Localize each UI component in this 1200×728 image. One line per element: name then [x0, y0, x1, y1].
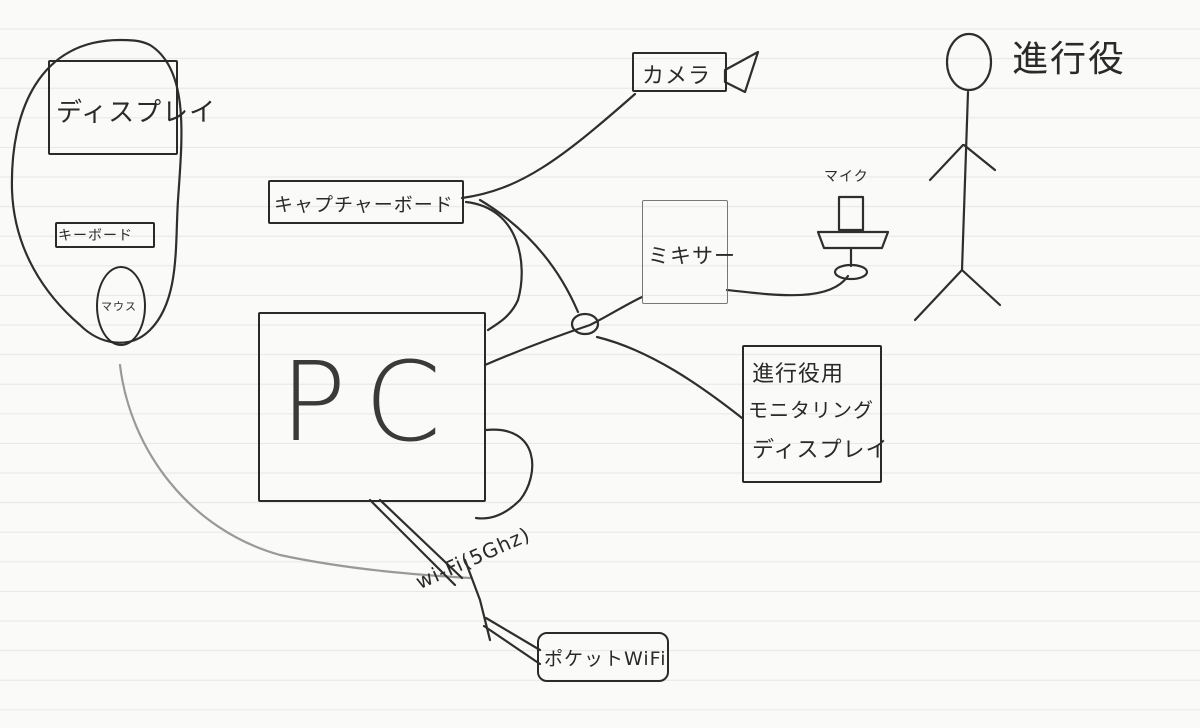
monitoring-display-box: [742, 345, 882, 483]
mic-base: [833, 263, 869, 281]
line-merge-monitor: [595, 335, 744, 420]
pocket-wifi-label: ポケットWiFi: [544, 648, 667, 670]
monitoring-label-line3: ディスプレイ: [752, 438, 889, 463]
display-label: ディスプレイ: [56, 98, 217, 128]
line-pc-loop: [474, 428, 534, 520]
line-client-pc: [118, 363, 472, 580]
mouse-label: マウス: [101, 300, 137, 313]
line-capture-camera: [460, 92, 637, 200]
line-capture-pc: [464, 200, 523, 332]
monitoring-label-line2: モニタリング: [748, 398, 874, 422]
merge-point: [570, 312, 600, 336]
keyboard-label: キーボード: [58, 228, 133, 244]
mixer-label: ミキサー: [648, 244, 736, 268]
keyboard-box: [55, 222, 155, 248]
line-capture-merge: [478, 198, 580, 314]
presenter-arms: [928, 143, 997, 182]
mouse-shape: [96, 266, 146, 346]
mic-body: [837, 195, 865, 232]
capture-board-label: キャプチャーボード: [274, 194, 454, 216]
mixer-box: [642, 200, 728, 304]
pc-box: [258, 312, 486, 502]
presenter-head: [945, 32, 993, 92]
line-mixer-mic: [725, 274, 850, 297]
monitoring-label-line1: 進行役用: [752, 362, 845, 387]
presenter-label: 進行役: [1012, 39, 1127, 80]
client-group-outline: [10, 38, 183, 344]
presenter-legs: [913, 268, 1002, 322]
display-box: [48, 60, 178, 155]
camera-label: カメラ: [642, 64, 712, 89]
mic-label: マイク: [824, 169, 869, 185]
line-pc-mixer: [483, 295, 644, 367]
line-wifi-pocket: [484, 616, 542, 652]
camera-box: [632, 52, 727, 92]
capture-board-box: [268, 180, 464, 224]
pocket-wifi-box: [537, 632, 669, 682]
pc-label: PC: [280, 338, 460, 466]
mic-holder: [816, 230, 890, 250]
presenter-body: [960, 90, 970, 272]
line-pc-wifi: [368, 498, 457, 587]
